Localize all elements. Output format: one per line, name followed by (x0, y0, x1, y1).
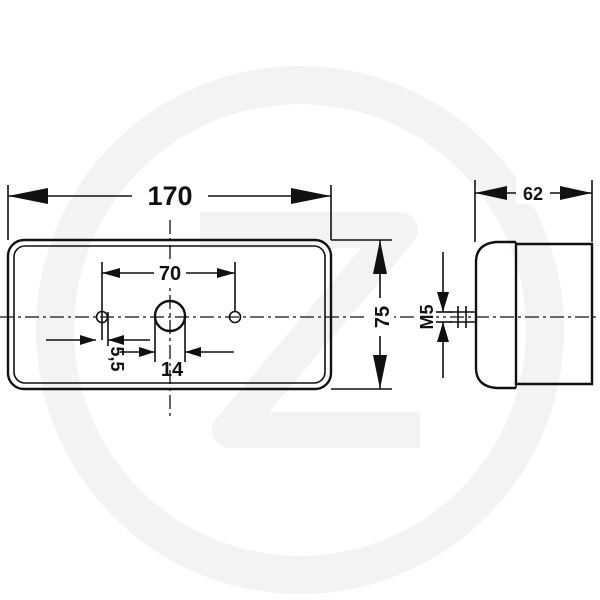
dimension-70-label: 70 (159, 263, 181, 285)
dimension-5-5-label: 5,5 (107, 346, 127, 371)
dimension-62: 62 (474, 180, 593, 242)
side-view: 62 M5 (417, 180, 594, 390)
dimension-14: 14 (120, 316, 234, 381)
dimension-75-label: 75 (372, 306, 394, 328)
mounting-stud (450, 306, 476, 328)
watermark-logo (36, 66, 564, 594)
dimension-170: 170 (7, 178, 332, 240)
dimension-170-label: 170 (147, 181, 192, 211)
dimension-62-label: 62 (523, 184, 543, 204)
front-view: 170 70 5,5 14 (0, 178, 600, 418)
dimension-m5-label: M5 (417, 304, 437, 329)
side-flange (474, 240, 516, 390)
dimension-70: 70 (101, 262, 236, 340)
dimension-14-label: 14 (161, 359, 184, 381)
dimension-75: 75 (331, 239, 394, 390)
dimension-m5: M5 (417, 252, 452, 378)
